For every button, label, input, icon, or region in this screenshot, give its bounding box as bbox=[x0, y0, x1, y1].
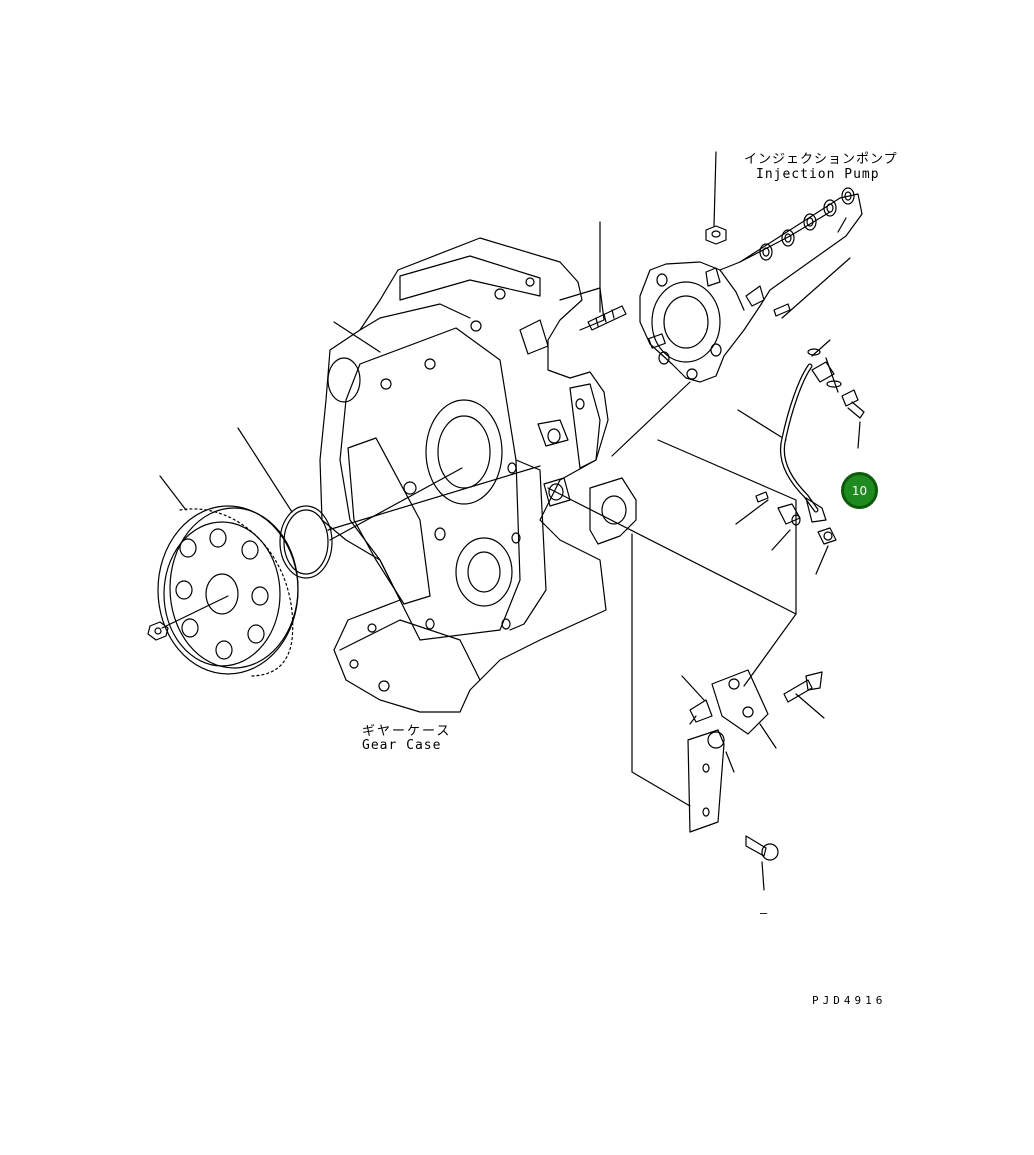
pipe bbox=[780, 361, 835, 523]
callout-number: 10 bbox=[851, 483, 868, 498]
injection-pump-label: Injection Pump bbox=[756, 167, 880, 182]
nut bbox=[705, 225, 727, 245]
adapter-plate bbox=[589, 477, 637, 545]
gear-case-label: Gear Case bbox=[362, 738, 442, 753]
engine-block bbox=[319, 237, 609, 713]
bracket bbox=[687, 669, 823, 861]
injection-pump-label-jp: インジェクションポンプ bbox=[744, 152, 898, 167]
small-fittings bbox=[755, 303, 865, 545]
drawing-code: PJD4916 bbox=[812, 994, 887, 1007]
gear-case-label-jp: ギヤーケース bbox=[362, 724, 452, 739]
stud bbox=[587, 305, 627, 331]
gear-nut bbox=[147, 621, 169, 641]
part-number-placeholder: – bbox=[760, 906, 770, 920]
leader-lines bbox=[159, 151, 861, 891]
injection-pump bbox=[639, 187, 863, 383]
callout-badge-10[interactable]: 10 bbox=[841, 472, 878, 509]
timing-gear bbox=[157, 505, 299, 677]
o-ring bbox=[279, 505, 333, 579]
